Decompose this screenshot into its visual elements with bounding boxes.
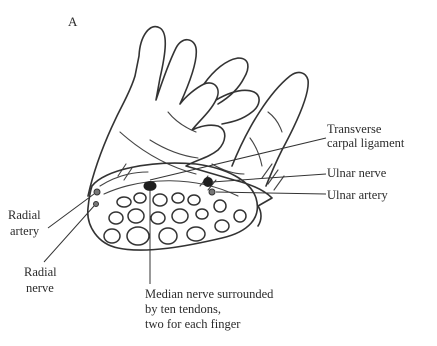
panel-letter: A <box>68 14 78 29</box>
label-radial-nerve-line1: Radial <box>24 265 57 279</box>
label-radial-artery-line2: artery <box>10 224 40 238</box>
label-median-line1: Median nerve surrounded <box>145 287 274 301</box>
label-ulnar-nerve: Ulnar nerve <box>327 166 387 180</box>
label-ulnar-artery: Ulnar artery <box>327 188 388 202</box>
radial-artery <box>94 189 100 195</box>
label-median-line2: by ten tendons, <box>145 302 221 316</box>
ulnar-artery <box>209 189 215 195</box>
radial-nerve <box>94 202 99 207</box>
label-median-line3: two for each finger <box>145 317 241 331</box>
median-nerve <box>144 182 156 191</box>
label-transverse-line1: Transverse <box>327 122 382 136</box>
label-radial-nerve-line2: nerve <box>26 281 54 295</box>
ulnar-nerve <box>204 178 213 187</box>
label-radial-artery-line1: Radial <box>8 208 41 222</box>
label-transverse-line2: carpal ligament <box>327 136 405 150</box>
